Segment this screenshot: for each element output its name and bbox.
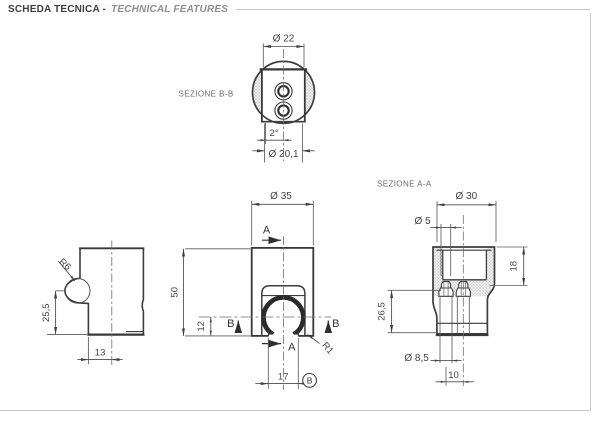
svg-text:2°: 2° xyxy=(269,128,278,139)
page-border-bottom xyxy=(0,410,591,411)
svg-text:Ø 30: Ø 30 xyxy=(456,191,478,202)
svg-text:Ø 8,5: Ø 8,5 xyxy=(404,353,429,364)
svg-text:26,5: 26,5 xyxy=(376,302,387,321)
dim-front-width: Ø 35 xyxy=(251,191,314,246)
dim-aa-counterbore: Ø 8,5 xyxy=(404,334,462,364)
dim-side-width: 13 xyxy=(77,337,123,365)
side-view: R6 25,5 13 xyxy=(41,240,145,366)
dim-front-slot-offset: 12 xyxy=(196,317,212,336)
dim-front-height: 50 xyxy=(170,248,251,337)
svg-text:B: B xyxy=(332,318,339,330)
svg-text:18: 18 xyxy=(509,261,520,272)
aa-cavity xyxy=(442,250,488,281)
side-radius-circle xyxy=(64,277,91,304)
svg-text:Ø 20,1: Ø 20,1 xyxy=(268,149,298,160)
svg-text:13: 13 xyxy=(95,348,106,359)
detail-marker-b: B xyxy=(302,372,318,388)
section-aa-label: SEZIONE A-A xyxy=(377,180,432,189)
page-title: SCHEDA TECNICA - xyxy=(8,4,107,15)
svg-text:12: 12 xyxy=(196,321,207,332)
front-view: A A B B Ø 35 xyxy=(170,191,339,390)
svg-text:R6: R6 xyxy=(57,257,73,273)
aa-hole-lines xyxy=(439,296,470,334)
dim-aa-outer-diameter: Ø 30 xyxy=(436,191,497,242)
aa-hatch-right-wall xyxy=(486,247,495,297)
svg-text:B: B xyxy=(227,318,234,330)
cut-arrow-a-bottom: A xyxy=(262,339,296,354)
svg-text:Ø 22: Ø 22 xyxy=(273,34,295,45)
dim-side-height: 25,5 xyxy=(41,290,87,336)
svg-text:B: B xyxy=(307,376,313,386)
svg-text:10: 10 xyxy=(448,370,459,381)
dim-bb-bottom-diameter: Ø 20,1 xyxy=(252,123,315,163)
svg-text:17: 17 xyxy=(278,372,289,383)
svg-text:A: A xyxy=(263,225,271,237)
dim-aa-socket-depth: 18 xyxy=(489,246,528,286)
dim-aa-lower-height: 26,5 xyxy=(376,289,441,334)
bb-flat-body xyxy=(259,68,308,123)
svg-text:R1: R1 xyxy=(319,340,335,356)
cut-arrow-a-top: A xyxy=(262,225,281,244)
page-subtitle: TECHNICAL FEATURES xyxy=(111,4,229,15)
aa-left-nut xyxy=(438,281,454,297)
dim-aa-hole-diameter: Ø 5 xyxy=(415,216,462,276)
dim-bb-outer-diameter: Ø 22 xyxy=(262,34,305,67)
header-rule xyxy=(236,9,590,10)
svg-text:25,5: 25,5 xyxy=(41,303,52,322)
cut-arrow-b-right: B xyxy=(324,318,339,334)
dim-aa-hole-spacing: 10 xyxy=(435,367,474,386)
svg-text:A: A xyxy=(288,342,296,354)
svg-text:Ø 35: Ø 35 xyxy=(270,191,292,202)
dim-bb-taper-angle: 2° xyxy=(257,123,292,144)
svg-text:50: 50 xyxy=(170,287,181,298)
section-bb-label: SEZIONE B-B xyxy=(179,90,234,99)
dim-front-corner-radius: R1 xyxy=(307,334,336,357)
section-aa-view: SEZIONE A-A xyxy=(376,180,528,386)
side-right-edge xyxy=(141,248,145,334)
aa-hatch-left-wall xyxy=(433,247,443,280)
side-body-fill xyxy=(64,248,144,335)
section-bb-view: SEZIONE B-B xyxy=(179,34,316,163)
cut-arrow-b-left: B xyxy=(227,318,243,334)
page-border-right xyxy=(590,13,591,411)
svg-text:Ø 5: Ø 5 xyxy=(415,216,432,227)
dim-side-radius: R6 xyxy=(57,257,76,282)
page-header: SCHEDA TECNICA - TECHNICAL FEATURES xyxy=(8,4,590,15)
